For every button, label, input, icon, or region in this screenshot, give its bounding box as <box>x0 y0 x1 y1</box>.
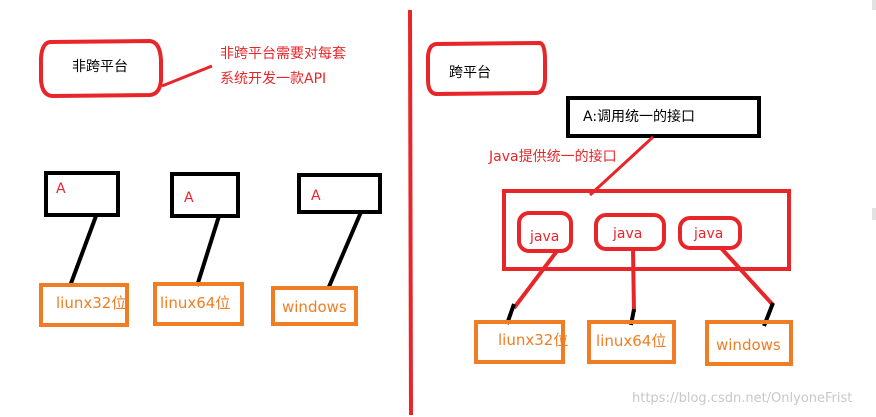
interface-box <box>566 96 761 138</box>
left-note-line2: 系统开发一款API <box>220 71 327 87</box>
jvm-bubble-1 <box>517 211 573 253</box>
right-os-label-2: linux64位 <box>596 332 667 350</box>
jvm-note: Java提供统一的接口 <box>489 149 617 165</box>
left-connector-1 <box>68 215 98 287</box>
jvm-label-1: java <box>530 229 560 245</box>
right-title: 跨平台 <box>449 65 491 81</box>
right-connector-2 <box>631 248 636 313</box>
left-app-label-1: A <box>56 181 66 197</box>
left-connector-3 <box>326 211 363 290</box>
jvm-label-3: java <box>694 226 724 242</box>
left-bubble-tail <box>161 64 213 88</box>
jvm-bubble-2 <box>594 213 666 251</box>
right-title-bubble <box>426 40 547 97</box>
edge-strip-mid <box>872 208 876 220</box>
left-app-label-3: A <box>311 188 321 204</box>
right-os-label-1: liunx32位 <box>498 331 569 349</box>
right-os-label-3: windows <box>716 336 781 354</box>
left-os-label-2: linux64位 <box>160 294 231 312</box>
interface-connector <box>588 135 655 197</box>
left-app-box-1 <box>44 171 120 217</box>
left-app-box-3 <box>297 173 382 214</box>
right-os-box-3 <box>705 320 793 366</box>
jvm-container <box>502 189 791 271</box>
jvm-bubble-3 <box>678 216 742 250</box>
left-os-box-1 <box>39 283 129 327</box>
right-connector-3 <box>719 246 775 307</box>
left-title: 非跨平台 <box>72 59 128 75</box>
right-connector-1 <box>512 249 559 310</box>
left-app-label-2: A <box>184 190 194 206</box>
left-app-box-2 <box>170 172 240 218</box>
left-os-box-3 <box>271 286 358 326</box>
left-connector-2 <box>195 215 221 287</box>
left-os-label-1: liunx32位 <box>56 294 127 312</box>
left-note-line1: 非跨平台需要对每套 <box>220 46 346 62</box>
edge-strip-top <box>872 0 876 10</box>
left-os-label-3: windows <box>282 298 347 316</box>
left-title-bubble <box>39 38 163 99</box>
right-os-box-1 <box>474 320 565 364</box>
right-os-box-2 <box>587 320 676 364</box>
watermark: https://blog.csdn.net/OnlyoneFrist <box>632 391 853 406</box>
left-os-box-2 <box>153 282 244 326</box>
interface-label: A:调用统一的接口 <box>583 109 696 125</box>
jvm-label-2: java <box>613 226 643 242</box>
divider-line <box>408 9 413 416</box>
